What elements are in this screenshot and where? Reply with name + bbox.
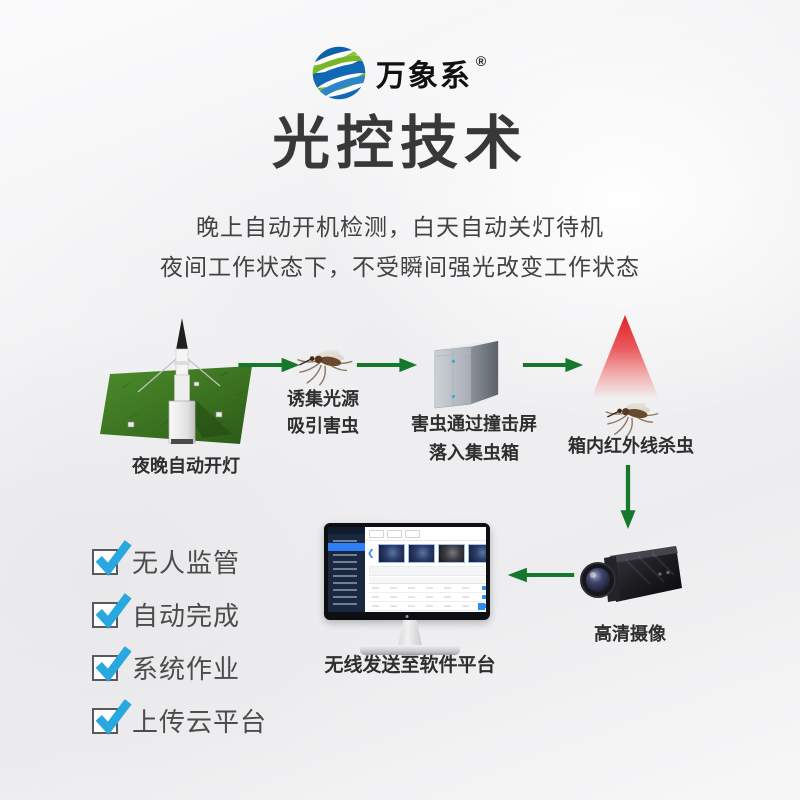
screen-thumbnail xyxy=(467,544,486,563)
screen-info-strip xyxy=(369,566,486,576)
mosquito-icon xyxy=(297,350,353,386)
screen-filter-chip xyxy=(369,529,384,538)
arrow-down-icon xyxy=(618,464,638,530)
arrow-right-icon-2 xyxy=(356,356,418,374)
arrow-right-icon-1 xyxy=(236,356,302,374)
step-label-attract: 诱集光源 吸引害虫 xyxy=(278,386,368,440)
screen-table-row xyxy=(369,611,486,612)
checklist-item-label: 系统作业 xyxy=(132,654,241,684)
subtitle-line-2: 夜间工作状态下，不受瞬间强光改变工作状态 xyxy=(160,254,640,280)
registered-mark: ® xyxy=(475,53,487,69)
screen-table-row xyxy=(369,584,486,593)
screen-thumbnail xyxy=(437,544,465,563)
step-label-camera: 高清摄像 xyxy=(594,624,666,644)
screen-table-header xyxy=(369,577,486,584)
step-label-cabinet-line1: 害虫通过撞击屏 xyxy=(411,414,537,434)
checklist-item: 自动完成 xyxy=(92,592,241,633)
checklist-item: 无人监管 xyxy=(92,539,241,580)
monitor-stand xyxy=(397,620,423,646)
hd-camera-illustration xyxy=(580,546,682,602)
monitor-illustration: ❮ ❯ xyxy=(322,520,498,660)
checkbox-checked-icon xyxy=(92,645,132,682)
monitor-bezel: ❮ ❯ xyxy=(324,523,490,620)
monitor-base xyxy=(360,645,460,655)
step-label-cabinet: 害虫通过撞击屏 落入集虫箱 xyxy=(398,410,550,468)
screen-thumbnail xyxy=(407,544,435,563)
screen-sidebar-active-item xyxy=(328,543,365,551)
checklist-item-label: 自动完成 xyxy=(132,601,241,631)
globe-logo-icon xyxy=(312,46,366,100)
screen-table-row xyxy=(369,593,486,602)
screen-main-panel: ❮ ❯ xyxy=(365,527,486,612)
step-label-attract-line2: 吸引害虫 xyxy=(287,416,359,436)
insect-cabinet-illustration xyxy=(434,340,499,409)
page-title: 光控技术 xyxy=(271,111,528,176)
screen-thumbnail xyxy=(377,544,405,563)
checklist-item: 上传云平台 xyxy=(92,698,268,739)
step-label-attract-line1: 诱集光源 xyxy=(287,389,359,409)
monitor-screen: ❮ ❯ xyxy=(328,527,486,612)
checkbox-checked-icon xyxy=(92,592,132,629)
checklist-item: 系统作业 xyxy=(92,645,241,686)
screen-filter-chip xyxy=(405,529,420,538)
mosquito-icon xyxy=(605,402,659,437)
infrared-beam-icon xyxy=(591,315,659,399)
step-label-infrared: 箱内红外线杀虫 xyxy=(568,436,694,456)
checklist-item-label: 上传云平台 xyxy=(132,707,268,737)
checkbox-checked-icon xyxy=(92,539,132,576)
step-label-night-light: 夜晚自动开灯 xyxy=(132,456,240,476)
checkbox-checked-icon xyxy=(92,698,132,735)
monitor-logo-dot xyxy=(405,615,409,618)
checklist-item-label: 无人监管 xyxy=(132,548,241,578)
arrow-right-icon-3 xyxy=(522,356,584,374)
screen-filter-chip xyxy=(387,529,402,538)
screen-thumbnail-row: ❮ ❯ xyxy=(365,541,486,565)
brand-logo: 万象系 ® xyxy=(0,44,800,102)
screen-toolbar xyxy=(365,527,486,541)
lamp-tower xyxy=(168,318,196,444)
step-label-cabinet-line2: 落入集虫箱 xyxy=(429,443,519,463)
screen-sidebar xyxy=(328,527,365,612)
screen-table xyxy=(369,577,486,612)
subtitle-line-1: 晚上自动开机检测，白天自动关灯待机 xyxy=(196,214,604,240)
screen-pagination xyxy=(478,603,486,610)
arrow-left-icon xyxy=(506,565,576,585)
chevron-left-icon: ❮ xyxy=(367,548,375,558)
brand-name: 万象系 xyxy=(375,60,472,93)
step-label-platform: 无线发送至软件平台 xyxy=(324,655,496,676)
night-lamp-illustration xyxy=(100,318,252,444)
screen-table-row xyxy=(369,602,486,611)
